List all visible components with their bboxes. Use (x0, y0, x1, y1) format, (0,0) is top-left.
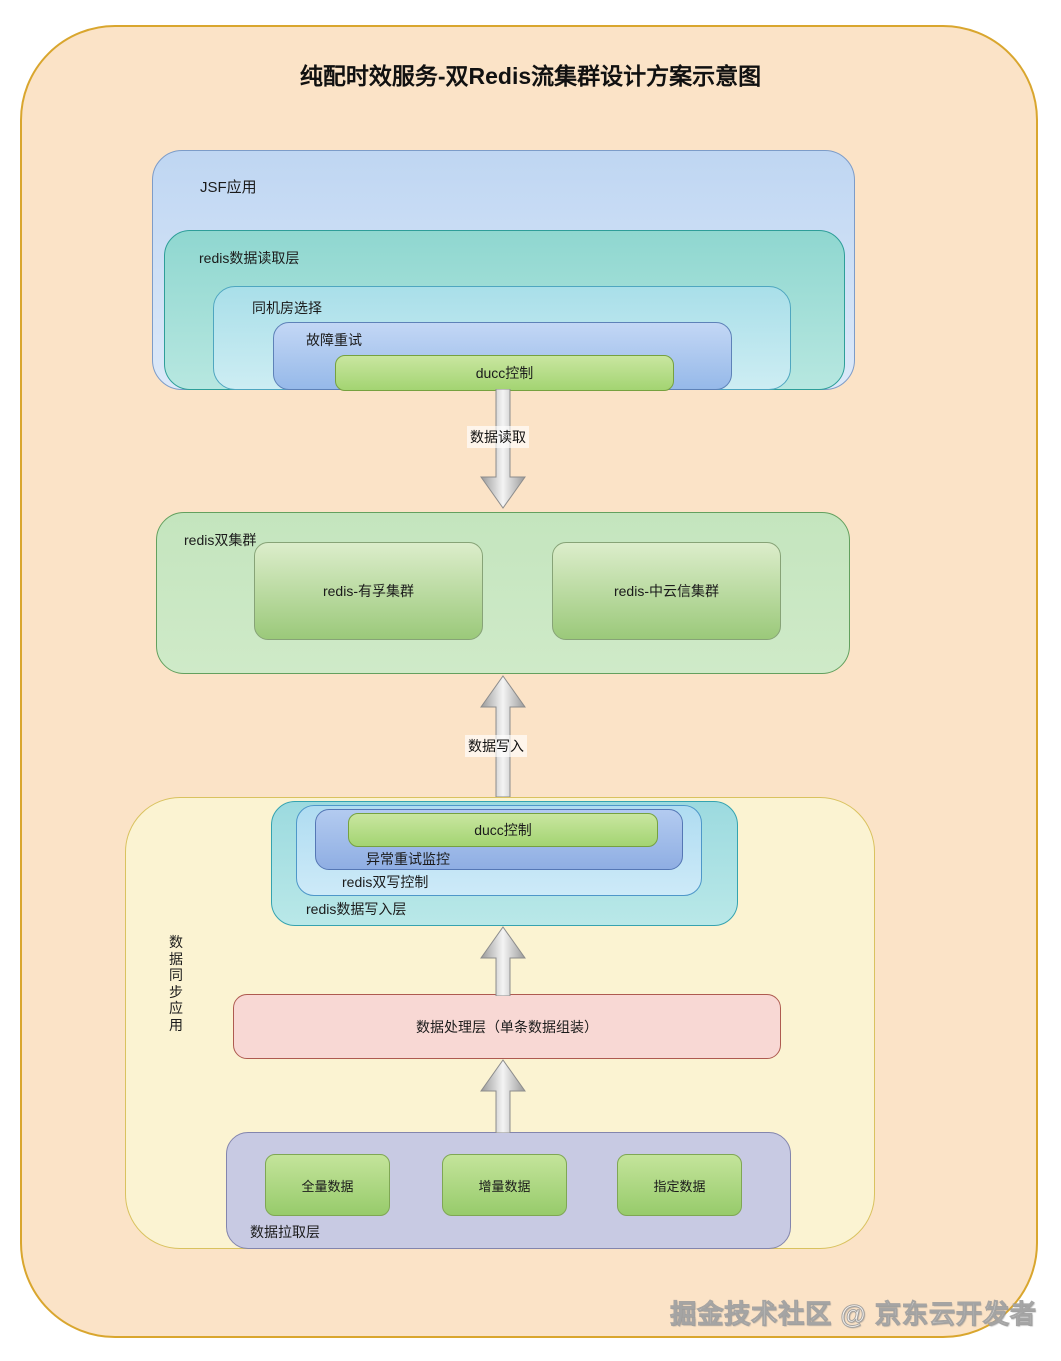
jsf-app-label: JSF应用 (200, 179, 257, 196)
fault-retry-box: 故障重试 ducc控制 (273, 322, 732, 391)
retry-monitor-label: 异常重试监控 (366, 851, 450, 867)
redis-write-layer-label: redis数据写入层 (306, 901, 407, 917)
redis-read-layer-box: redis数据读取层 同机房选择 故障重试 ducc控制 (164, 230, 845, 391)
redis-write-layer-box: redis数据写入层 redis双写控制 异常重试监控 ducc控制 (271, 801, 738, 926)
data-sync-app-label: 数据同步应用 (169, 934, 183, 1033)
ducc-control-write-box: ducc控制 (348, 813, 658, 847)
redis-cluster-right-box: redis-中云信集群 (552, 542, 781, 640)
data-process-layer-box: 数据处理层（单条数据组装） (233, 994, 781, 1059)
data-pull-layer-label: 数据拉取层 (250, 1224, 320, 1240)
redis-dual-cluster-box: redis双集群 redis-有孚集群 redis-中云信集群 (156, 512, 850, 674)
redis-dual-cluster-label: redis双集群 (184, 532, 257, 548)
double-write-control-box: redis双写控制 异常重试监控 ducc控制 (296, 805, 702, 896)
data-pull-layer-box: 全量数据 增量数据 指定数据 数据拉取层 (226, 1132, 791, 1249)
data-write-arrow-label: 数据写入 (465, 735, 527, 757)
fault-retry-label: 故障重试 (306, 332, 362, 348)
specified-data-box: 指定数据 (617, 1154, 742, 1216)
redis-cluster-left-box: redis-有孚集群 (254, 542, 483, 640)
pull-to-process-arrow (480, 1059, 526, 1133)
data-read-arrow (480, 389, 526, 509)
same-idc-box: 同机房选择 故障重试 ducc控制 (213, 286, 791, 391)
jsf-app-box: JSF应用 redis数据读取层 同机房选择 故障重试 ducc控制 (152, 150, 855, 391)
ducc-control-read-box: ducc控制 (335, 355, 674, 391)
diagram-title: 纯配时效服务-双Redis流集群设计方案示意图 (299, 63, 762, 89)
incremental-data-box: 增量数据 (442, 1154, 567, 1216)
process-to-write-arrow (480, 926, 526, 996)
same-idc-label: 同机房选择 (252, 300, 322, 316)
watermark-text: 掘金技术社区 @ 京东云开发者 (670, 1299, 1037, 1330)
redis-read-layer-label: redis数据读取层 (199, 250, 300, 266)
retry-monitor-box: 异常重试监控 ducc控制 (315, 809, 683, 870)
double-write-control-label: redis双写控制 (342, 874, 429, 890)
full-data-box: 全量数据 (265, 1154, 390, 1216)
data-read-arrow-label: 数据读取 (467, 426, 529, 448)
data-sync-app-box: 数据同步应用 redis数据写入层 redis双写控制 异常重试监控 ducc控… (125, 797, 875, 1249)
